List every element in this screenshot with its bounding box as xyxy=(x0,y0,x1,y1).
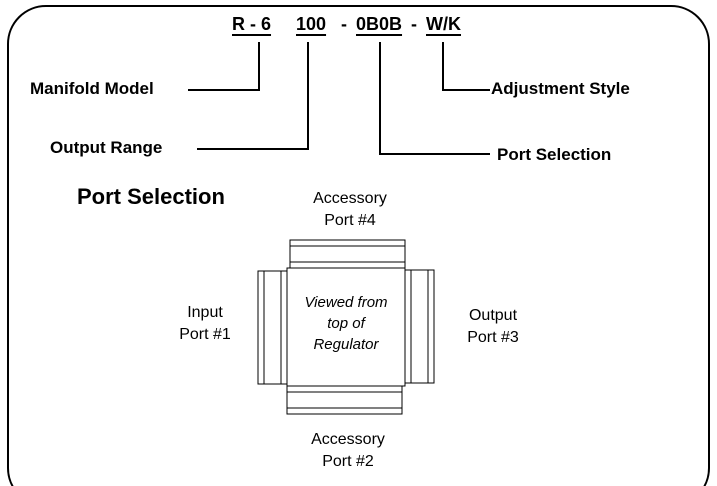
label-port-4-line2: Port #4 xyxy=(324,212,376,229)
label-port-2-line2: Port #2 xyxy=(322,453,374,470)
center-note-line2: top of xyxy=(327,315,365,332)
section-title: Port Selection xyxy=(77,184,225,209)
label-port-selection: Port Selection xyxy=(497,145,612,164)
label-manifold-model: Manifold Model xyxy=(30,79,154,98)
outer-frame xyxy=(7,5,710,486)
label-port-1-line1: Input xyxy=(187,304,223,321)
label-port-3-line2: Port #3 xyxy=(467,329,519,346)
center-note-line3: Regulator xyxy=(313,336,379,353)
leader-output-range xyxy=(197,42,309,150)
port-2-block xyxy=(286,385,403,415)
code-port: 0B0B xyxy=(356,14,403,34)
port-4-block xyxy=(289,239,406,269)
label-port-2-line1: Accessory xyxy=(311,431,385,448)
leader-manifold-model xyxy=(188,42,260,91)
label-adjustment-style: Adjustment Style xyxy=(491,79,630,98)
code-separator-2: - xyxy=(411,14,417,34)
center-note: Viewed from top of Regulator xyxy=(288,292,404,355)
label-port-4: Accessory Port #4 xyxy=(298,188,402,232)
label-port-1-line2: Port #1 xyxy=(179,326,231,343)
label-port-2: Accessory Port #2 xyxy=(296,429,400,473)
label-port-3: Output Port #3 xyxy=(448,305,538,349)
label-output-range: Output Range xyxy=(50,138,163,157)
port-1-block xyxy=(257,270,288,385)
label-port-3-line1: Output xyxy=(468,307,518,324)
code-separator-1: - xyxy=(341,14,347,34)
code-manifold: R - 6 xyxy=(232,14,272,34)
center-note-line1: Viewed from xyxy=(304,294,388,311)
leader-adjustment-style xyxy=(442,42,490,91)
leader-port-selection xyxy=(379,42,490,155)
code-range: 100 xyxy=(296,14,327,34)
label-port-1: Input Port #1 xyxy=(160,302,250,346)
port-block xyxy=(257,239,435,415)
port-3-block xyxy=(404,269,435,384)
code-adjustment: W/K xyxy=(426,14,461,34)
label-port-4-line1: Accessory xyxy=(313,190,387,207)
